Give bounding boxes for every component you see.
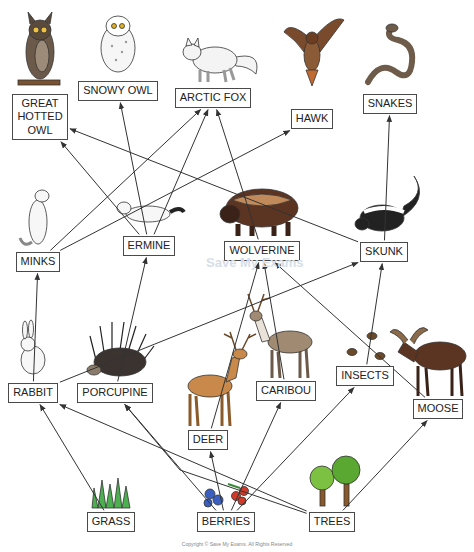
organism-name: ARCTIC FOX <box>180 91 247 104</box>
organism-box: DEER <box>188 430 229 449</box>
copyright-note: Copyright © Save My Exams. All Rights Re… <box>182 541 292 547</box>
organism-name: DEER <box>193 433 224 446</box>
organism-name: CARIBOU <box>261 384 311 397</box>
feeding-arrow <box>40 405 104 511</box>
organism-box: MOOSE <box>413 399 464 418</box>
feeding-arrow <box>237 388 354 511</box>
organism-name: RABBIT <box>13 386 53 399</box>
organism-box: GRASS <box>87 512 136 531</box>
organism-name: MINKS <box>21 255 56 268</box>
feeding-arrow <box>61 142 139 235</box>
feeding-arrow <box>231 403 280 511</box>
organism-box: PORCUPINE <box>77 383 152 402</box>
organism-name: ERMINE <box>128 239 171 252</box>
organism-box: SKUNK <box>360 242 408 261</box>
organism-name: GRASS <box>92 515 131 528</box>
organism-box: SNAKES <box>363 94 418 113</box>
organism-name: TREES <box>314 515 351 528</box>
feeding-arrow <box>120 103 146 235</box>
feeding-arrow <box>211 263 258 429</box>
organism-name: PORCUPINE <box>82 386 147 399</box>
organism-box: SNOWY OWL <box>78 81 157 100</box>
organism-name: INSECTS <box>341 369 389 382</box>
feeding-arrow <box>60 405 307 511</box>
feeding-arrow <box>264 263 284 380</box>
organism-box: HAWK <box>291 109 334 128</box>
feeding-arrow <box>367 264 382 365</box>
organism-name: BERRIES <box>202 515 250 528</box>
organism-box: RABBIT <box>8 383 58 402</box>
feeding-arrow <box>343 421 427 511</box>
organism-box: BERRIES <box>197 512 255 531</box>
organism-box: ARCTIC FOX <box>175 88 252 107</box>
organism-name: HAWK <box>296 112 329 125</box>
organism-box: TREES <box>309 512 356 531</box>
feeding-arrow <box>118 258 147 382</box>
organism-box: INSECTS <box>336 366 394 385</box>
feeding-arrow <box>125 405 307 514</box>
feeding-arrow <box>217 110 259 240</box>
feeding-arrow <box>33 274 37 382</box>
organism-name: SNOWY OWL <box>83 84 152 97</box>
feeding-arrow <box>60 262 358 382</box>
organism-box: MINKS <box>16 252 61 271</box>
organism-box: ERMINE <box>123 236 176 255</box>
feeding-arrow <box>384 116 389 241</box>
feeding-arrow <box>211 452 224 511</box>
feeding-arrow <box>275 263 425 398</box>
organism-name: SKUNK <box>365 245 403 258</box>
organism-name: GREAT HOTTED OWL <box>17 97 63 137</box>
feeding-arrow <box>60 131 290 251</box>
organism-box: GREAT HOTTED OWL <box>12 94 68 140</box>
watermark: Save My Exams <box>206 255 304 270</box>
feeding-arrow <box>70 129 358 242</box>
organism-box: CARIBOU <box>256 381 316 400</box>
organism-name: MOOSE <box>418 402 459 415</box>
organism-name: SNAKES <box>368 97 413 110</box>
